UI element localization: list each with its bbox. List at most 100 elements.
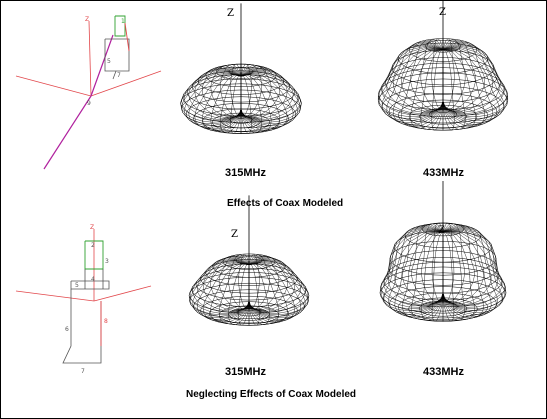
pattern-meridian-top433-29 [442, 39, 466, 110]
pattern-meridian-bot315-2 [248, 261, 306, 319]
pattern-meridian-bot315-16 [192, 261, 250, 319]
model-label-5: 5 [75, 282, 79, 289]
pattern-meridian-top315-23 [201, 65, 242, 118]
pattern-meridian-bot433-1 [442, 230, 506, 311]
z-axis-label-top-315: Z [227, 8, 234, 19]
antenna-frame [104, 38, 130, 72]
pattern-meridian-bot433-23 [402, 224, 444, 304]
freq-label-top-433: 433MHz [423, 167, 464, 179]
pattern-meridian-bot433-13 [402, 231, 444, 319]
pattern-meridian-bot433-8 [442, 231, 455, 322]
pattern-meridian-bot315-15 [196, 262, 250, 320]
antenna-crossbar [70, 280, 110, 290]
pattern-meridian-top315-35 [240, 70, 301, 121]
radiation-pattern-top-315 [180, 3, 302, 134]
model-label-7: 7 [81, 368, 85, 375]
coax-riser [90, 34, 114, 97]
pattern-meridian-top433-17 [378, 47, 444, 119]
pattern-meridian-top315-28 [240, 63, 252, 117]
pattern-meridian-bot433-10 [431, 231, 444, 322]
pattern-meridian-top315-11 [220, 75, 242, 133]
pattern-meridian-bot433-11 [421, 231, 444, 321]
model-axis-y [93, 285, 152, 302]
pattern-meridian-top433-23 [401, 41, 444, 111]
pattern-meridian-top315-8 [240, 75, 252, 134]
pattern-meridian-top433-19 [378, 44, 444, 116]
z-axis-label-bottom-433: Z [438, 225, 445, 236]
model-label-8: 8 [104, 318, 108, 325]
pattern-meridian-top433-20 [381, 43, 444, 114]
pattern-meridian-bot315-26 [238, 253, 250, 310]
antenna-element-red [124, 22, 130, 52]
pattern-meridian-top433-7 [442, 49, 466, 130]
pattern-meridian-top315-24 [210, 64, 242, 117]
pattern-meridian-top433-5 [442, 49, 485, 127]
pattern-meridian-bot433-29 [442, 223, 465, 303]
pattern-meridian-top315-3 [240, 73, 294, 128]
model-label-9: 9 [87, 100, 91, 107]
pattern-meridian-top315-34 [240, 68, 299, 120]
pattern-meridian-top315-18 [180, 71, 242, 123]
caption-bottom: Neglecting Effects of Coax Modeled [186, 389, 357, 400]
model-label-4: 4 [91, 276, 95, 283]
model-label-6: 6 [65, 326, 69, 333]
pattern-meridian-bot433-25 [421, 223, 444, 303]
pattern-meridian-bot433-33 [442, 225, 498, 306]
z-axis-label-top-433: Z [439, 7, 446, 18]
pattern-meridian-top433-21 [386, 43, 444, 113]
model-axis-z-label: Z [85, 16, 89, 23]
radiation-pattern-bottom-315 [188, 195, 310, 326]
coax-line [43, 95, 92, 170]
pattern-meridian-bot315-14 [202, 262, 250, 322]
pattern-meridian-top315-17 [181, 72, 242, 125]
model-axis-y [90, 70, 162, 97]
pattern-meridian-bot315-21 [196, 257, 250, 312]
freq-label-bottom-315: 315MHz [225, 366, 266, 378]
pattern-meridian-top433-2 [442, 48, 505, 121]
pattern-meridian-top315-25 [220, 64, 242, 117]
pattern-meridian-bot433-19 [380, 228, 444, 308]
pattern-meridian-top315-10 [230, 75, 242, 134]
model-label-5: 5 [107, 58, 111, 65]
pattern-meridian-top433-25 [420, 39, 444, 110]
pattern-meridian-top433-24 [410, 39, 444, 111]
freq-label-bottom-433: 433MHz [423, 366, 464, 378]
pattern-meridian-top433-14 [393, 49, 444, 126]
pattern-meridian-top433-34 [442, 43, 505, 114]
pattern-meridian-bot315-0 [248, 260, 310, 315]
pattern-meridian-bot433-24 [411, 223, 444, 303]
pattern-meridian-bot315-13 [210, 263, 250, 323]
pattern-meridian-top433-18 [377, 46, 444, 117]
pattern-meridian-top433-1 [442, 47, 508, 119]
pattern-meridian-bot315-5 [248, 263, 288, 323]
pattern-meridian-bot315-29 [248, 254, 270, 310]
pattern-meridian-top315-7 [240, 75, 262, 133]
pattern-meridian-top433-16 [381, 48, 444, 121]
pattern-meridian-top433-4 [442, 49, 493, 126]
z-axis-label-bottom-315: Z [231, 229, 238, 240]
pattern-meridian-top433-11 [420, 49, 444, 130]
pattern-meridian-top315-13 [201, 74, 242, 131]
pattern-meridian-bot315-23 [210, 255, 250, 310]
model-label-1: 1 [121, 18, 125, 25]
model-axis-z-label: Z [90, 224, 94, 231]
pattern-meridian-top315-1 [240, 72, 301, 125]
pattern-meridian-bot315-10 [238, 264, 250, 326]
pattern-meridian-top315-6 [240, 74, 272, 133]
antenna-leg [112, 70, 117, 80]
pattern-meridian-bot433-5 [442, 231, 484, 319]
pattern-meridian-top315-33 [240, 67, 294, 119]
pattern-meridian-top433-26 [431, 38, 444, 110]
pattern-meridian-bot433-35 [442, 228, 506, 308]
pattern-meridian-top315-26 [230, 63, 242, 117]
pattern-meridian-bot433-34 [442, 226, 503, 307]
pattern-meridian-bot315-24 [218, 254, 250, 310]
pattern-meridian-top433-22 [393, 42, 444, 112]
pattern-meridian-bot315-17 [189, 261, 250, 317]
pattern-meridian-bot433-3 [442, 231, 498, 315]
pattern-meridian-bot433-2 [442, 231, 503, 313]
model-label-2: 2 [91, 242, 95, 249]
pattern-meridian-top433-35 [442, 44, 508, 116]
pattern-meridian-top433-6 [442, 49, 476, 129]
